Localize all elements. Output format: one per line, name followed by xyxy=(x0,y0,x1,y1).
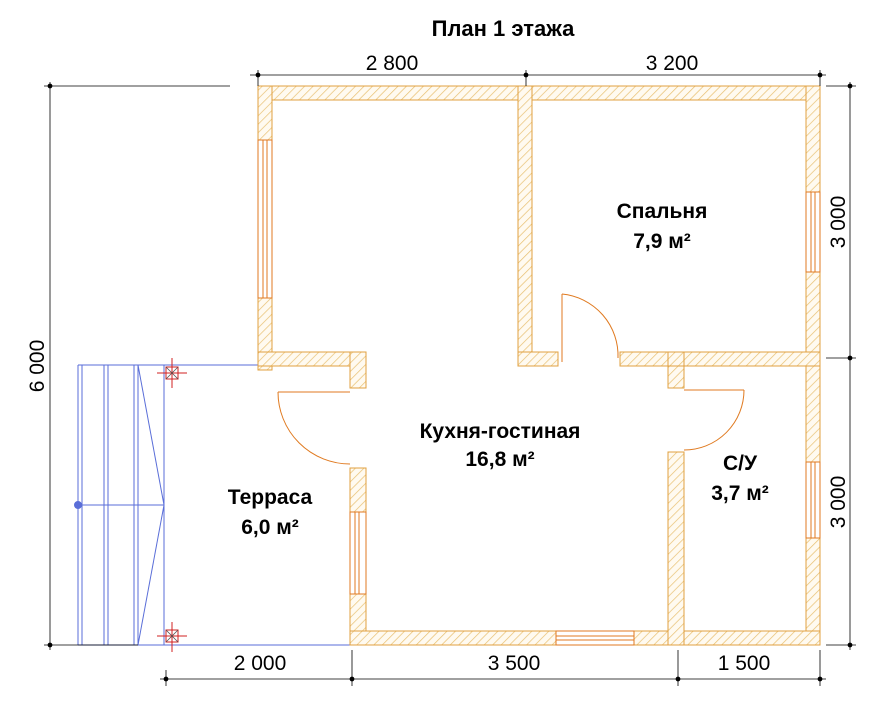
room-terrace-name: Терраса xyxy=(228,486,313,509)
windows xyxy=(257,139,821,646)
terrace-post-top xyxy=(157,358,187,388)
room-bathroom-name: С/У xyxy=(723,452,758,475)
doors xyxy=(277,293,745,465)
dim-left-total: 6 000 xyxy=(26,340,49,393)
room-terrace-area: 6,0 м² xyxy=(241,516,299,539)
dimension-lines xyxy=(44,70,856,686)
dim-bottom-kitchen: 3 500 xyxy=(488,652,541,675)
room-bathroom-area: 3,7 м² xyxy=(711,482,769,505)
dim-right-upper: 3 000 xyxy=(827,196,850,249)
dim-bottom-terrace: 2 000 xyxy=(234,652,287,675)
room-bedroom-area: 7,9 м² xyxy=(633,230,691,253)
room-bedroom-name: Спальня xyxy=(617,200,708,223)
dim-top-right: 3 200 xyxy=(646,52,699,75)
room-kitchen-area: 16,8 м² xyxy=(465,448,534,471)
dim-top-left: 2 800 xyxy=(366,52,419,75)
plan-title: План 1 этажа xyxy=(432,16,576,41)
walls xyxy=(257,85,821,646)
dim-right-lower: 3 000 xyxy=(827,476,850,529)
dim-bottom-bath: 1 500 xyxy=(718,652,771,675)
terrace-post-bottom xyxy=(157,622,187,652)
room-kitchen-name: Кухня-гостиная xyxy=(420,420,581,443)
